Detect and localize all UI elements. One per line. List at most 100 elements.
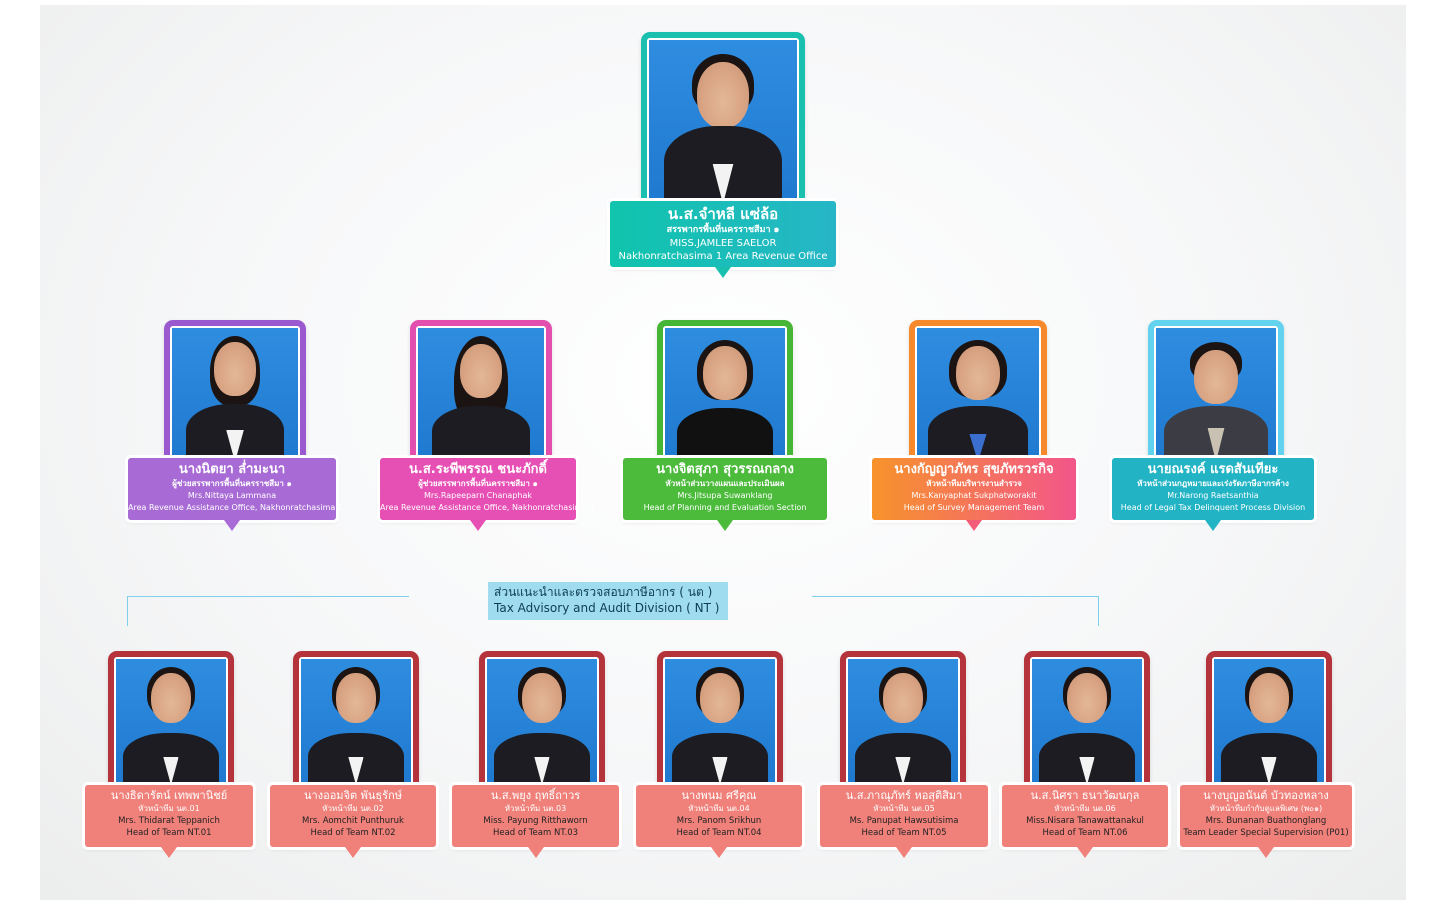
division-title-th: ส่วนแนะนำและตรวจสอบภาษีอากร ( นต ) [494,585,713,599]
team-leader-photo-frame [1024,651,1150,793]
middle-role-th-3: หัวหน้าส่วนวางแผนและประเมินผล [665,479,785,488]
team-leader-name-en: Mrs. Aomchit Punthuruk [302,816,404,826]
middle-name-en-1: Mrs.Nittaya Lammana [187,491,277,500]
middle-role-th-2: ผู้ช่วยสรรพากรพื้นที่นครราชสีมา ๑ [418,479,538,488]
middle-label-4: นางกัญญาภัทร สุขภัทรวรกิจ หัวหน้าทีมบริห… [872,458,1076,531]
team-leader-photo-frame [840,651,966,793]
middle-label-1: นางนิตยา ล่ำมะนา ผู้ช่วยสรรพากรพื้นที่นค… [128,458,343,531]
middle-title-en-4: Head of Survey Management Team [903,503,1045,512]
team-leader-pointer [1077,847,1093,858]
team-leader-title-en: Head of Team NT.02 [310,828,396,838]
division-title-en: Tax Advisory and Audit Division ( NT ) [494,601,720,615]
chief-pointer [715,267,731,278]
team-leader-title-en: Head of Team NT.04 [676,828,762,838]
team-leader-title-en: Head of Team NT.03 [492,828,579,838]
middle-role-th-1: ผู้ช่วยสรรพากรพื้นที่นครราชสีมา ๑ [172,479,292,488]
division-line-left [127,596,409,597]
middle-pointer-5 [1205,520,1221,531]
team-leader-name-th: นางบุญอนันต์ บัวทองหลาง [1203,789,1329,802]
team-leader-photo-frame [293,651,419,793]
middle-photo-2 [418,328,544,462]
middle-name-th-4: นางกัญญาภัทร สุขภัทรวรกิจ [894,462,1054,477]
middle-name-th-5: นายณรงค์ แรดสันเทียะ [1147,462,1279,477]
middle-name-en-4: Mrs.Kanyaphat Sukphatworakit [911,491,1037,500]
middle-label-5: นายณรงค์ แรดสันเทียะ หัวหน้าส่วนกฎหมายแล… [1112,458,1314,531]
team-leader-name-th: น.ส.พยุง ฤทธิ์ถาวร [490,789,581,802]
middle-name-en-2: Mrs.Rapeeparn Chanaphak [423,491,533,500]
team-leader-label: น.ส.ภาณุภัทร์ หอสุติสิมาหัวหน้าทีม นต.05… [820,785,988,858]
team-leader-role-th: หัวหน้าทีมกำกับดูแลพิเศษ (พ๐๑) [1209,804,1323,813]
middle-label-2: น.ส.ระพีพรรณ ชนะภักดิ์ ผู้ช่วยสรรพากรพื้… [380,458,595,531]
team-leader-label: นางบุญอนันต์ บัวทองหลางหัวหน้าทีมกำกับดู… [1180,785,1352,858]
team-leader-photo [665,659,775,785]
team-leader-role-th: หัวหน้าทีม นต.05 [873,804,935,813]
chief-name-th: น.ส.จำหลี แซ่ล้อ [667,205,779,223]
division-line-right-drop [1098,596,1099,626]
team-leader-pointer [896,847,912,858]
team-leader-title-en: Team Leader Special Supervision (P01) [1183,828,1349,838]
team-leader-photo-frame [657,651,783,793]
team-leader-photo [1032,659,1142,785]
team-leader-photo [301,659,411,785]
chief-title-en: Nakhonratchasima 1 Area Revenue Office [618,251,828,262]
team-leader-photo [848,659,958,785]
team-leader-name-en: Miss.Nisara Tanawattanakul [1026,816,1144,826]
middle-photo-4 [917,328,1039,462]
team-leader-pointer [345,847,361,858]
chief-name-en: MISS.JAMLEE SAELOR [669,238,777,249]
chief-photo-frame [641,32,805,212]
team-leader-photo [116,659,226,785]
team-leader-photo-frame [108,651,234,793]
chief-role-th: สรรพากรพื้นที่นครราชสีมา ๑ [666,225,780,235]
team-leader-title-en: Head of Team NT.05 [861,828,947,838]
middle-photo-frame-3 [657,320,793,470]
team-leader-photo-frame [479,651,605,793]
middle-role-th-5: หัวหน้าส่วนกฎหมายและเร่งรัดภาษีอากรค้าง [1137,479,1289,488]
division-line-right [812,596,1099,597]
team-leader-role-th: หัวหน้าทีม นต.02 [322,804,384,813]
middle-pointer-3 [717,520,733,531]
team-leader-pointer [711,847,727,858]
middle-name-en-3: Mrs.Jitsupa Suwanklang [677,491,773,500]
middle-pointer-4 [966,520,982,531]
middle-title-en-2: Area Revenue Assistance Office, Nakhonra… [380,503,595,512]
team-leader-role-th: หัวหน้าทีม นต.03 [504,804,567,813]
middle-photo-frame-5 [1148,320,1284,470]
org-chart: น.ส.จำหลี แซ่ล้อ สรรพากรพื้นที่นครราชสีม… [40,5,1406,900]
division-banner: ส่วนแนะนำและตรวจสอบภาษีอากร ( นต ) Tax A… [488,582,728,620]
team-leader-title-en: Head of Team NT.06 [1042,828,1128,838]
team-leader-name-en: Ms. Panupat Hawsutisima [849,816,959,826]
team-leader-name-th: นางพนม ศรีคุณ [681,789,757,802]
middle-title-en-5: Head of Legal Tax Delinquent Process Div… [1120,503,1306,512]
chief-photo [649,40,797,204]
team-leader-name-en: Miss. Payung Ritthaworn [483,816,588,826]
team-leader-role-th: หัวหน้าทีม นต.01 [138,804,200,813]
middle-name-th-3: นางจิตสุภา สุวรรณกลาง [656,462,794,477]
team-leader-name-th: น.ส.นิศรา ธนาวัฒนกุล [1030,789,1140,802]
team-leader-pointer [1258,847,1274,858]
team-leader-photo [1214,659,1324,785]
middle-pointer-2 [470,520,486,531]
middle-title-en-1: Area Revenue Assistance Office, Nakhonra… [128,503,343,512]
middle-role-th-4: หัวหน้าทีมบริหารงานสำรวจ [926,479,1022,488]
team-leader-role-th: หัวหน้าทีม นต.06 [1054,804,1116,813]
chief-label: น.ส.จำหลี แซ่ล้อ สรรพากรพื้นที่นครราชสีม… [610,201,836,278]
middle-title-en-3: Head of Planning and Evaluation Section [643,503,807,512]
team-leader-name-th: นางธิดารัตน์ เทพพานิชย์ [110,789,228,802]
team-leader-name-th: น.ส.ภาณุภัทร์ หอสุติสิมา [845,789,963,802]
team-leader-photo-frame [1206,651,1332,793]
middle-label-3: นางจิตสุภา สุวรรณกลาง หัวหน้าส่วนวางแผนแ… [623,458,827,531]
team-leader-name-en: Mrs. Panom Srikhun [676,816,762,826]
middle-photo-frame-1 [164,320,306,470]
team-leader-pointer [161,847,177,858]
middle-photo-frame-2 [410,320,552,470]
team-leader-name-th: นางออมจิต พันธุรักษ์ [304,789,402,802]
middle-name-th-1: นางนิตยา ล่ำมะนา [178,462,286,477]
middle-name-en-5: Mr.Narong Raetsanthia [1167,491,1259,500]
team-leader-pointer [527,847,544,858]
